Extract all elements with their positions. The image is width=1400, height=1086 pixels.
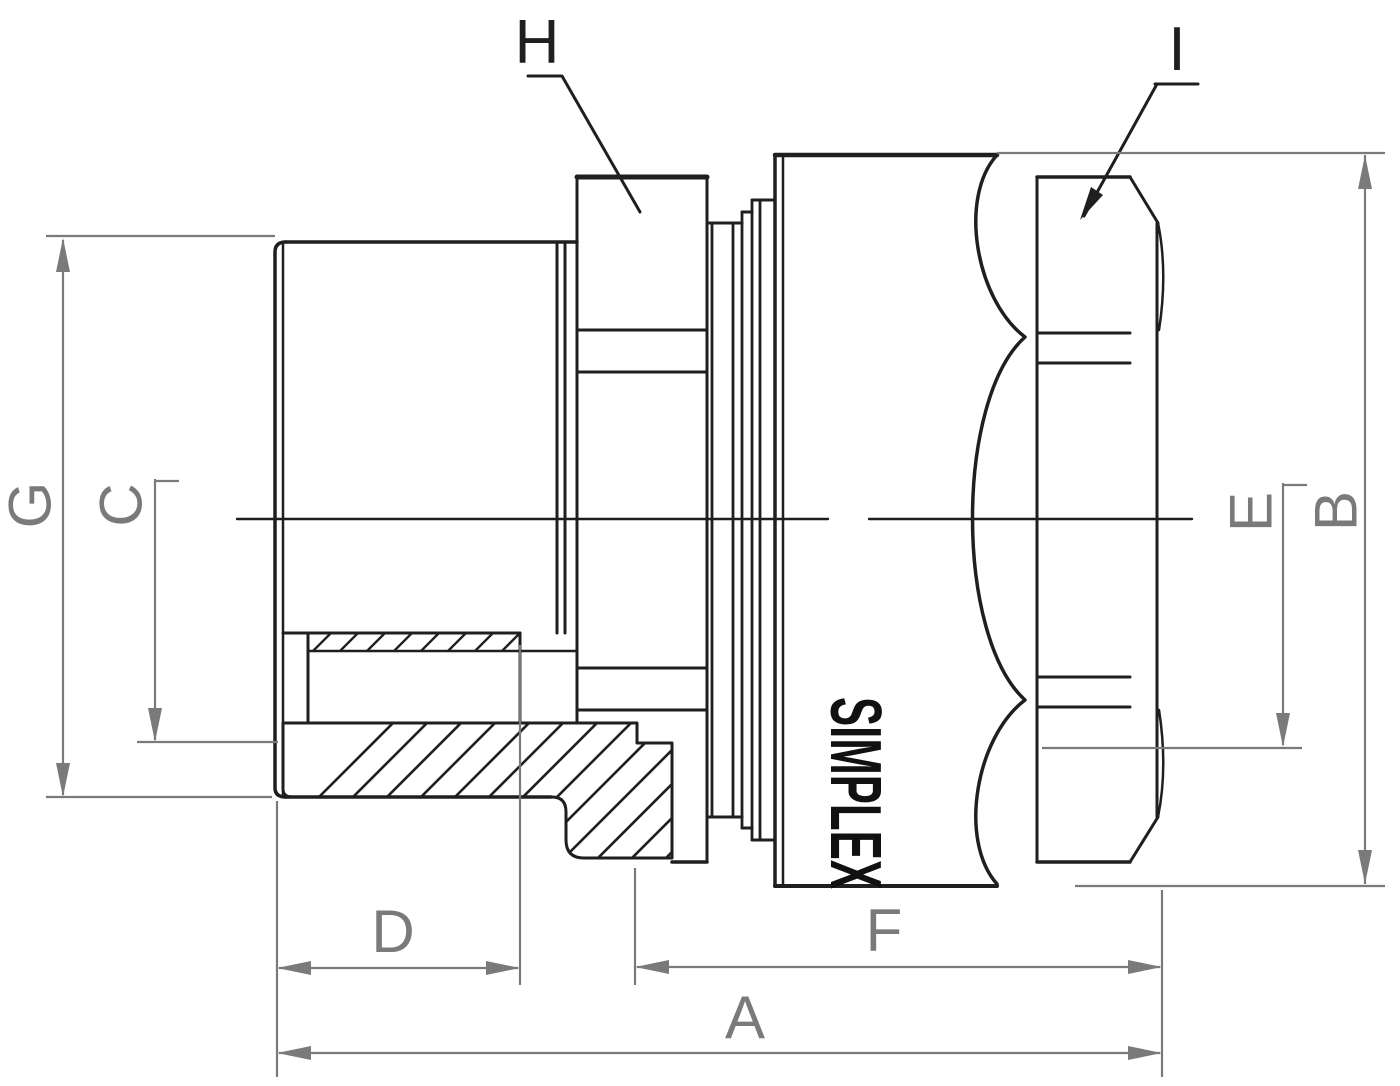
dim-b: B [1303,155,1372,884]
hatch-lines [283,723,672,858]
part-geometry: SIMPLEX H I [235,8,1200,889]
nut-chamfer-edges [1128,175,1160,864]
flange-chamfer-lines [575,328,709,712]
groove-top-edges [705,198,777,225]
dim-f-label: F [866,897,903,964]
dim-a: A [277,984,1162,1060]
callout-i-arrowhead [1080,187,1103,220]
callout-h-label: H [515,8,560,77]
dim-g-label: G [0,482,64,529]
flange [574,174,710,864]
tube-right-edges [555,240,567,635]
groove-bottom-edges [705,815,777,842]
groove-washer [705,198,777,842]
nut-left-silhouette [970,153,1027,886]
dim-e-arrow [1276,713,1290,747]
callout-i: I [1080,15,1200,220]
dim-b-label: B [1303,491,1370,531]
dim-e-line [1281,483,1307,745]
dim-d-label: D [371,898,414,965]
dim-c-line [153,479,179,740]
callout-h-leader [526,74,642,214]
dim-c-arrow [148,708,162,742]
dim-e: E [1218,483,1307,747]
callout-i-label: I [1168,15,1185,84]
dim-a-label: A [725,984,765,1051]
callout-h: H [515,8,642,214]
dim-d: D [277,898,520,975]
body-cylinder [772,152,1000,888]
groove-vertical-edges [710,198,762,842]
nut-right-bulge-arcs [1156,221,1165,819]
strip-hatch-lines [310,633,520,652]
dim-c: C [88,479,179,742]
brand-marking: SIMPLEX [815,697,895,889]
hex-nut [970,153,1165,886]
dimensions: G C E B D F [0,151,1385,1077]
dim-f: F [635,897,1162,974]
nut-face-band-lines [1035,331,1132,709]
dim-c-label: C [88,483,155,526]
dim-g: G [0,238,70,797]
extension-lines [46,151,1385,1077]
tube-left-edge [273,240,288,799]
dim-e-label: E [1218,492,1285,532]
nut-flats [1035,175,1132,864]
